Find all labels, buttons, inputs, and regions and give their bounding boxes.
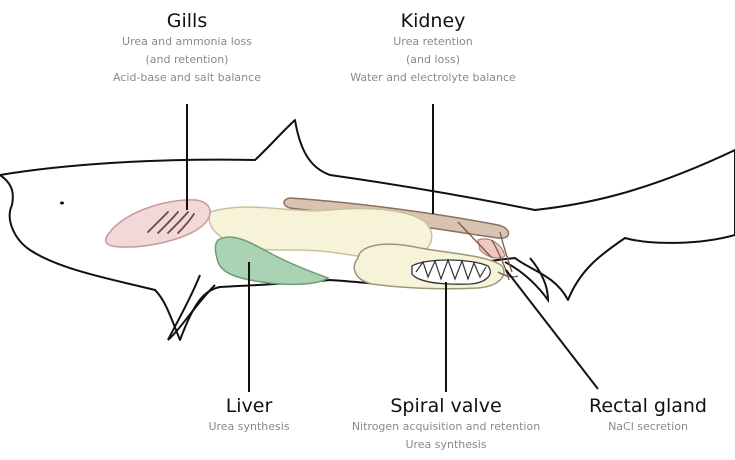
spiral-valve-function-line-2: Urea synthesis bbox=[331, 436, 561, 454]
gills-title: Gills bbox=[87, 10, 287, 33]
liver-function-line-1: Urea synthesis bbox=[189, 418, 309, 436]
spiral-valve-function-line-1: Nitrogen acquisition and retention bbox=[331, 418, 561, 436]
spiral-valve-title: Spiral valve bbox=[331, 395, 561, 418]
kidney-label: Kidney Urea retention (and loss) Water a… bbox=[333, 10, 533, 87]
rectal-gland-title: Rectal gland bbox=[568, 395, 728, 418]
gills-function-line-2: (and retention) bbox=[87, 51, 287, 69]
liver-title: Liver bbox=[189, 395, 309, 418]
gills-label: Gills Urea and ammonia loss (and retenti… bbox=[87, 10, 287, 87]
liver-label: Liver Urea synthesis bbox=[189, 395, 309, 436]
kidney-function-line-2: (and loss) bbox=[333, 51, 533, 69]
rectal-gland-function-line-1: NaCl secretion bbox=[568, 418, 728, 436]
spiral-valve-label: Spiral valve Nitrogen acquisition and re… bbox=[331, 395, 561, 454]
kidney-title: Kidney bbox=[333, 10, 533, 33]
gills-function-line-3: Acid-base and salt balance bbox=[87, 69, 287, 87]
rectal-gland-leader-line bbox=[506, 270, 598, 389]
kidney-function-line-1: Urea retention bbox=[333, 33, 533, 51]
kidney-function-line-3: Water and electrolyte balance bbox=[333, 69, 533, 87]
gills-function-line-1: Urea and ammonia loss bbox=[87, 33, 287, 51]
rectal-gland-label: Rectal gland NaCl secretion bbox=[568, 395, 728, 436]
eye bbox=[60, 202, 64, 205]
